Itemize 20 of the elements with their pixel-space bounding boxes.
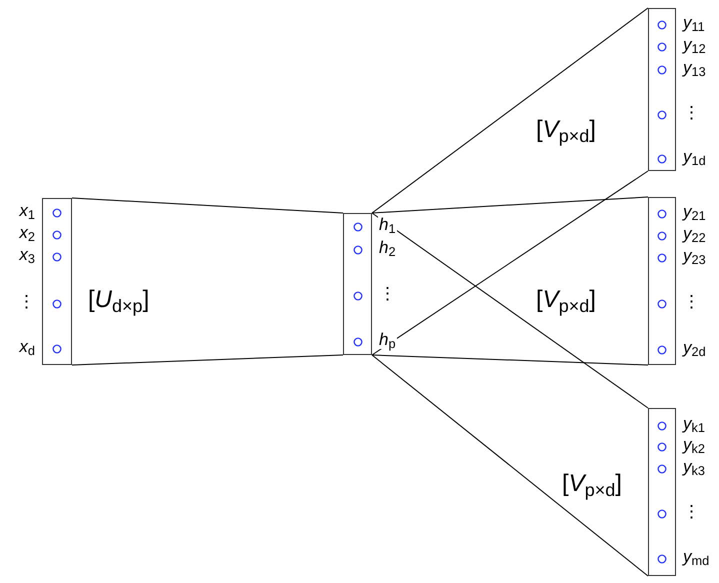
connector-line [372,196,648,214]
connector-line [72,198,344,214]
connector-line [372,8,648,214]
matrix-label: [V$_{p×d}$] [562,470,622,498]
matrix-label: [V$_{p×d}$] [536,286,596,314]
variable-label: h$_{2}$ [378,239,397,257]
variable-label: h$_{p}$ [378,331,397,349]
connector-line [372,354,648,366]
connector-line [72,354,344,366]
matrix-label: [V$_{p×d}$] [536,116,596,144]
layer-column-box [648,8,676,171]
connector-line [372,212,648,408]
layer-column-box [648,408,676,576]
connector-line [372,354,648,576]
connector-line [372,170,648,356]
layer-column-box [343,213,372,355]
matrix-label: [U$_{d×p}$] [88,286,150,314]
variable-label: h$_{1}$ [378,216,397,234]
layer-column-box [42,198,72,365]
layer-column-box [648,197,676,365]
